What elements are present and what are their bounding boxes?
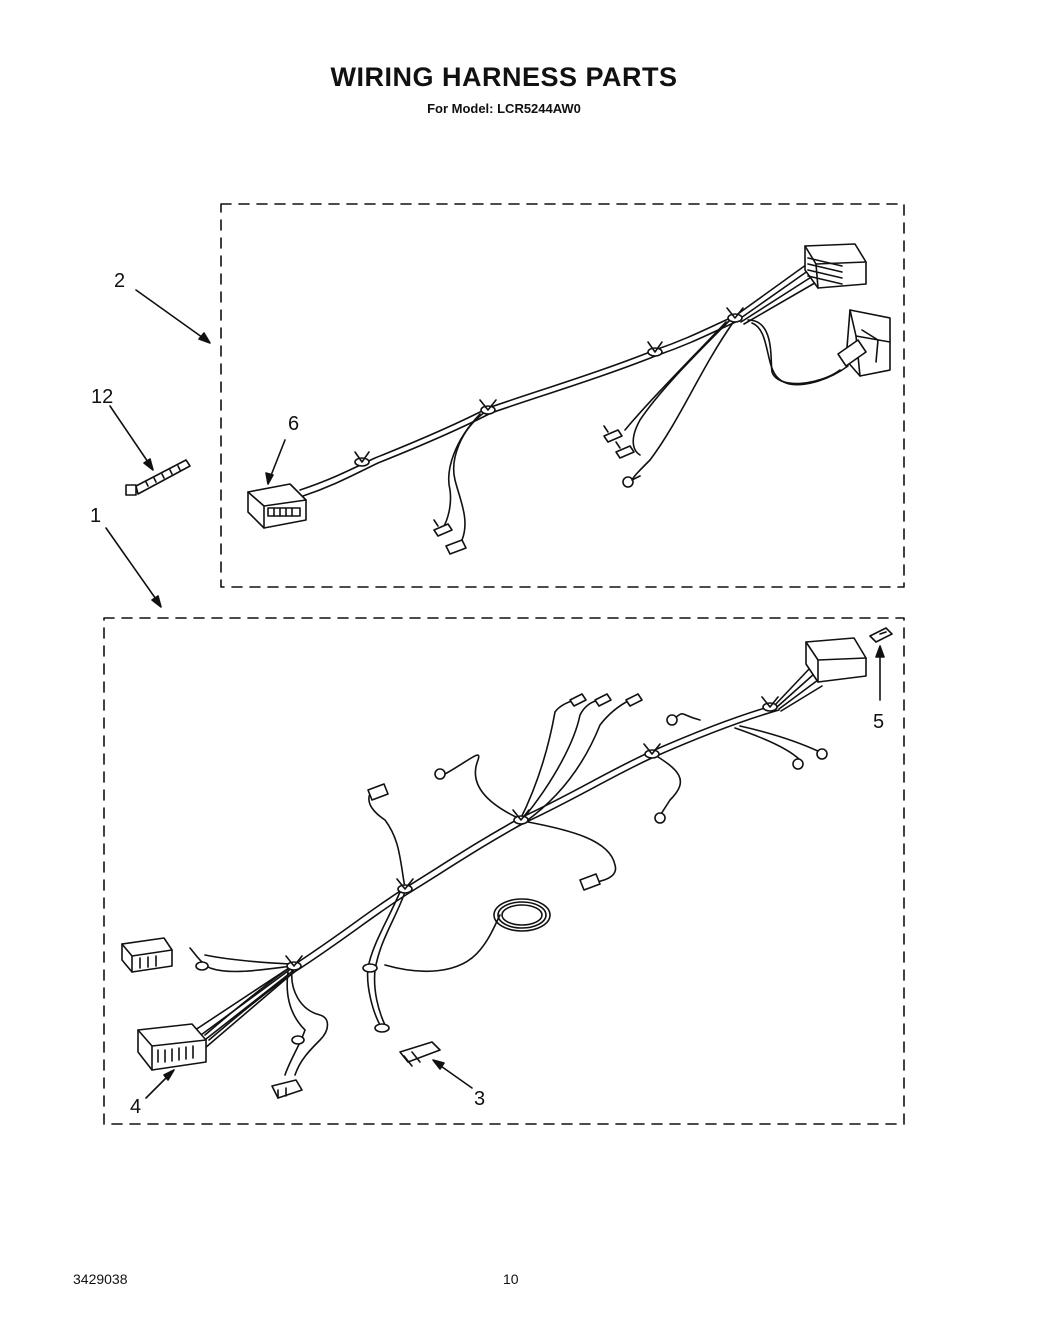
connector-bottom-small xyxy=(271,1079,303,1099)
wire-clamp xyxy=(195,961,209,971)
wire-clamp xyxy=(396,878,414,894)
wire-clamp xyxy=(512,809,530,825)
wire-clamp xyxy=(761,696,779,712)
callout-3: 3 xyxy=(474,1088,485,1110)
ring-terminal xyxy=(622,475,641,488)
wire-clamp xyxy=(354,451,370,467)
ring-terminal xyxy=(816,748,828,760)
lower-harness xyxy=(121,627,893,1099)
wire-clamp xyxy=(647,341,663,357)
wire-clamp xyxy=(291,1035,305,1045)
wire-clamp xyxy=(479,399,497,415)
spade-terminal xyxy=(615,441,635,459)
connector-left-small xyxy=(121,937,173,973)
ring-terminal xyxy=(666,714,678,726)
callout-5: 5 xyxy=(873,711,884,733)
spade-terminal xyxy=(625,693,643,707)
page-number: 10 xyxy=(503,1271,519,1287)
callout-4: 4 xyxy=(130,1096,141,1118)
connector-part-4 xyxy=(137,1023,207,1071)
document-number: 3429038 xyxy=(73,1271,128,1287)
upper-harness-boundary xyxy=(220,203,905,588)
callout-1: 1 xyxy=(90,505,101,527)
wire-coil xyxy=(493,898,551,932)
wire-clamp xyxy=(726,307,744,323)
spade-terminal xyxy=(367,783,389,801)
connector-right xyxy=(805,637,867,683)
connector-lower-right xyxy=(837,309,891,377)
wire-clamp xyxy=(374,1023,390,1033)
spade-terminal xyxy=(603,425,623,443)
spade-terminal xyxy=(579,873,601,891)
model-subtitle: For Model: LCR5244AW0 xyxy=(427,101,581,116)
ring-terminal xyxy=(434,768,446,780)
ring-terminal xyxy=(654,812,666,824)
spade-terminal xyxy=(445,539,467,555)
spade-terminal xyxy=(433,519,453,537)
spade-terminal xyxy=(594,693,612,707)
callout-2: 2 xyxy=(114,270,125,292)
spade-terminal xyxy=(569,693,587,707)
cable-tie-part-12 xyxy=(125,459,191,496)
terminal-pin-part-5 xyxy=(869,627,893,643)
wire-clamp xyxy=(362,963,378,973)
callout-12: 12 xyxy=(91,386,113,408)
wire-clamp xyxy=(285,955,303,971)
connector-top-right xyxy=(804,243,867,289)
ring-terminal xyxy=(792,758,804,770)
wire-clamp xyxy=(643,743,661,759)
callout-6: 6 xyxy=(288,413,299,435)
leader-arrows xyxy=(105,289,885,1099)
lower-harness-boundary xyxy=(103,617,905,1125)
connector-part-3 xyxy=(399,1041,441,1067)
page-title: WIRING HARNESS PARTS xyxy=(330,62,678,92)
upper-harness xyxy=(247,243,891,555)
connector-part-6 xyxy=(247,483,307,529)
